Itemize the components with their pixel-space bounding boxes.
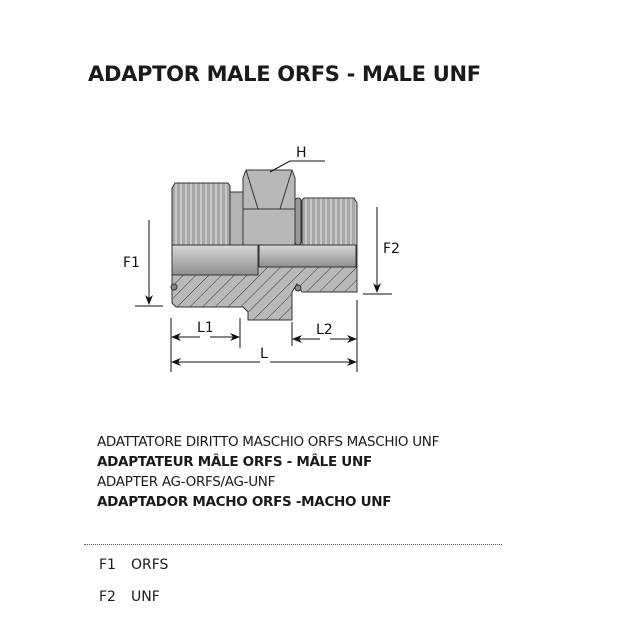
description-spanish: ADAPTADOR MACHO ORFS -MACHO UNF — [97, 494, 392, 510]
label-f1: F1 — [123, 255, 140, 271]
description-german: ADAPTER AG-ORFS/AG-UNF — [97, 474, 276, 490]
dimension-lines — [135, 160, 392, 372]
label-l: L — [260, 346, 268, 362]
label-h: H — [296, 145, 307, 161]
page-title: ADAPTOR MALE ORFS - MALE UNF — [88, 62, 481, 86]
spec-code: F2 — [99, 589, 116, 605]
label-l1: L1 — [197, 320, 214, 336]
label-f2: F2 — [383, 241, 400, 257]
dotted-divider — [84, 544, 502, 545]
translated-descriptions: ADATTATORE DIRITTO MASCHIO ORFS MASCHIO … — [97, 432, 439, 512]
label-l2: L2 — [316, 322, 333, 338]
spec-row-f2: F2 UNF — [99, 589, 160, 605]
spec-value: ORFS — [131, 557, 169, 573]
description-french: ADAPTATEUR MÂLE ORFS - MÂLE UNF — [97, 454, 372, 470]
spec-value: UNF — [131, 589, 160, 605]
description-italian: ADATTATORE DIRITTO MASCHIO ORFS MASCHIO … — [97, 434, 440, 450]
spec-code: F1 — [99, 557, 116, 573]
fitting-body — [170, 169, 358, 321]
spec-row-f1: F1 ORFS — [99, 557, 168, 573]
